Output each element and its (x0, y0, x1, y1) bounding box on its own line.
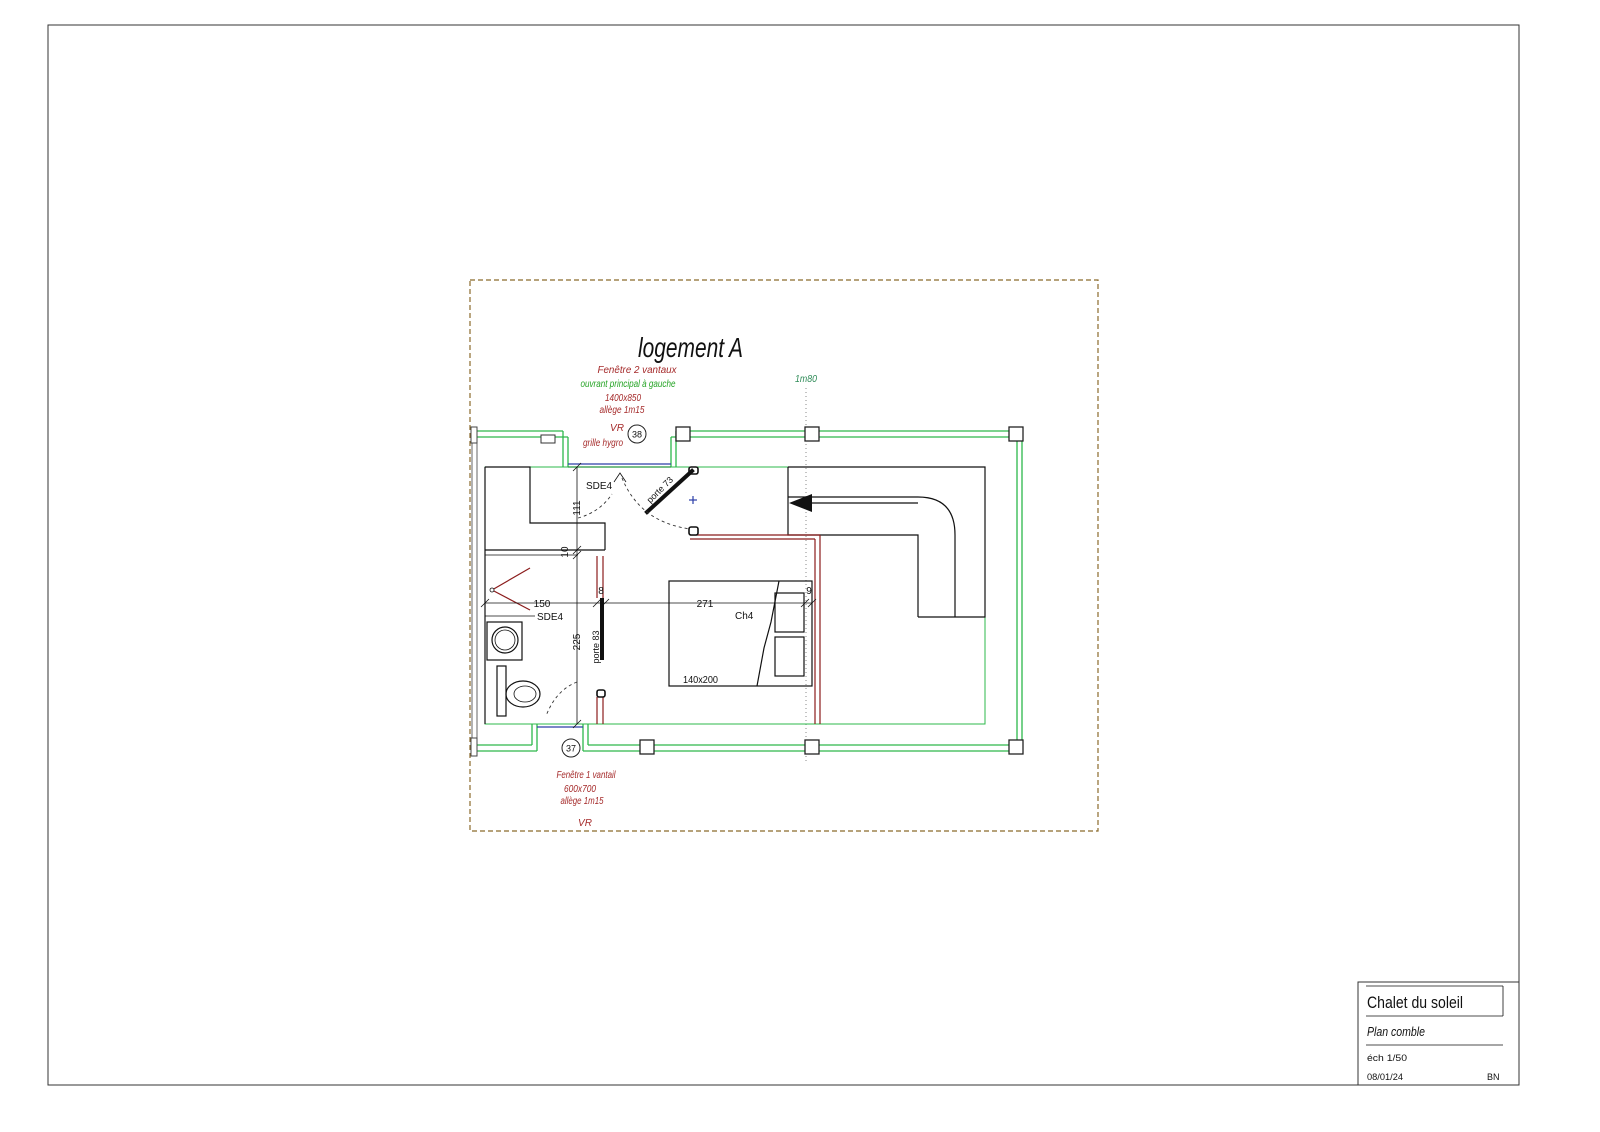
columns (639, 426, 1024, 755)
title-block-frame (1357, 981, 1520, 1086)
top-window-name: Fenêtre 2 vantaux (598, 365, 678, 376)
shower-drain-icon (489, 587, 495, 593)
bottom-window-sill: allège 1m15 (561, 796, 604, 807)
toilet-icon (505, 680, 541, 708)
stair-outline (788, 466, 986, 618)
toilet-bowl (513, 685, 537, 703)
dimension-tick (572, 719, 582, 729)
shower-tray-line (491, 589, 531, 611)
door-jamb (596, 689, 606, 698)
bathroom-fixtures (486, 567, 541, 717)
toilet-tank (496, 665, 507, 717)
bottom-window-annotation: Fenêtre 1 vantail 600x700 allège 1m15 VR (557, 770, 617, 829)
window-ref-bubble-top (627, 424, 647, 444)
bed-frame (668, 580, 813, 687)
washbasin-cabinet (486, 621, 523, 661)
top-window-annotation: Fenêtre 2 vantaux ouvrant principal à ga… (581, 365, 678, 449)
dim-v-partition: 10 (560, 546, 571, 558)
dim-h-partition-right: 9 (806, 586, 812, 597)
dim-h-partition-left: 8 (598, 586, 604, 597)
bed (668, 580, 813, 687)
left-wall-end-top (470, 426, 478, 444)
column (639, 739, 655, 755)
dim-v-lower: 225 (572, 633, 583, 650)
column (804, 739, 820, 755)
title-block: Chalet du soleil Plan comble éch 1/50 08… (1357, 981, 1520, 1086)
dimension-tick (807, 598, 817, 608)
doors (545, 466, 699, 717)
top-window-sill: allège 1m15 (600, 405, 645, 416)
stair (787, 466, 986, 618)
window-ref-top: 38 (632, 430, 642, 440)
dimension-tick (800, 598, 810, 608)
column (1008, 739, 1024, 755)
stair-turn (788, 496, 956, 617)
pillow (774, 636, 805, 677)
pillow (774, 592, 805, 633)
room-label-sde: SDE4 (537, 612, 564, 623)
left-wall-end-bottom (470, 737, 478, 757)
room-label-sde-top: SDE4 (586, 481, 613, 492)
column (804, 426, 820, 442)
dimension-tick (572, 545, 582, 555)
height-line-label: 1m80 (795, 374, 817, 385)
dimension-tick (480, 598, 490, 608)
washbasin-icon (491, 626, 519, 654)
bedroom-door-swing (621, 477, 691, 530)
bedroom-partitions (596, 534, 821, 724)
plus-marker-icon (689, 496, 697, 504)
drawing-author: BN (1487, 1072, 1500, 1082)
window-ref-bottom: 37 (566, 744, 576, 754)
site-boundary (469, 279, 1099, 832)
room-label-bedroom: Ch4 (735, 611, 754, 622)
wall-vent-box (540, 434, 556, 444)
bathroom-door-swing-bottom (545, 681, 578, 717)
bottom-window-name: Fenêtre 1 vantail (557, 770, 617, 781)
dim-h-bedroom: 271 (697, 599, 714, 610)
kitchen-counter (485, 466, 606, 550)
top-window-vent: grille hygro (583, 438, 623, 449)
column (1008, 426, 1024, 442)
top-window-opening: ouvrant principal à gauche (581, 379, 676, 390)
dimension-tick (572, 462, 582, 472)
column (675, 426, 691, 442)
window-ref-bubble-bottom (561, 738, 581, 758)
dim-v-upper: 111 (572, 500, 583, 516)
bottom-window-shutter: VR (578, 818, 592, 829)
bed-size-label: 140x200 (683, 675, 718, 686)
top-window-size: 1400x850 (605, 393, 641, 404)
stair-inner-edge (787, 467, 919, 617)
plan-title: logement A (638, 332, 743, 363)
bathroom-door-label: porte 83 (591, 630, 601, 663)
drawing-name: Plan comble (1367, 1024, 1425, 1039)
drawing-scale: éch 1/50 (1367, 1053, 1407, 1063)
top-window-shutter: VR (610, 423, 624, 434)
dimension-lines: 111 10 225 150 271 8 9 (480, 462, 817, 729)
sheet-border (47, 24, 1520, 1086)
drawing-date: 08/01/24 (1367, 1072, 1403, 1082)
dim-h-bathroom: 150 (534, 599, 551, 610)
exterior-walls (470, 426, 1023, 757)
shower-tray-line (491, 567, 531, 591)
project-name: Chalet du soleil (1367, 993, 1463, 1012)
bathroom-door-swing-top (577, 493, 613, 519)
dimension-tick (600, 598, 610, 608)
dimension-tick (592, 598, 602, 608)
bottom-window-size: 600x700 (564, 784, 596, 795)
stair-arrow-icon (789, 494, 812, 512)
door-pivot-icon (613, 472, 627, 483)
door-jamb (688, 526, 699, 536)
washbasin-bowl (494, 629, 516, 651)
bedroom-door-leaf (644, 468, 695, 515)
blanket-fold (756, 580, 780, 687)
dimension-tick (572, 550, 582, 560)
